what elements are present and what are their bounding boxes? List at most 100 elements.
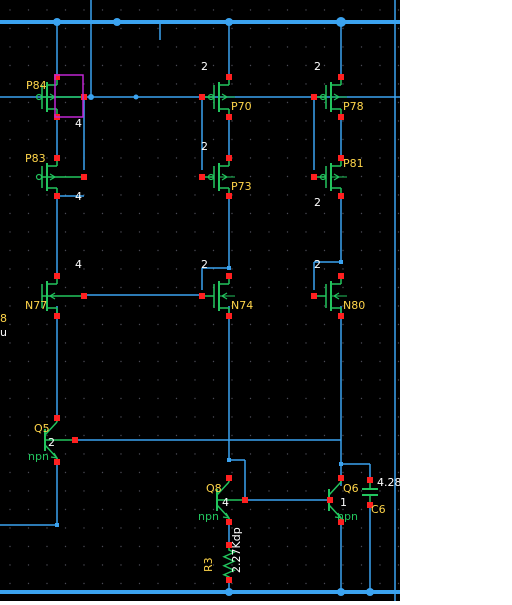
pin-marker: [338, 114, 344, 120]
pin-marker: [242, 497, 248, 503]
pin-marker: [199, 293, 205, 299]
pin-marker: [338, 155, 344, 161]
junction: [53, 18, 61, 26]
junction: [55, 523, 59, 527]
param-Q5: 2: [48, 436, 55, 449]
pin-marker: [72, 437, 78, 443]
label-N74: N74: [231, 299, 253, 312]
pin-marker: [338, 193, 344, 199]
transistor-N77[interactable]: [41, 276, 84, 316]
junction: [336, 17, 346, 27]
model-Q6: npn: [337, 510, 358, 523]
pin-marker: [338, 313, 344, 319]
pin-marker: [338, 74, 344, 80]
pin-marker: [226, 193, 232, 199]
junction: [113, 18, 121, 26]
junction: [225, 18, 233, 26]
junction: [227, 458, 231, 462]
label-P84: P84: [26, 79, 47, 92]
param-Q6: 1: [340, 496, 347, 509]
bjt-Q8[interactable]: [216, 478, 245, 522]
labels: P84 P83 P70 P78 P73 P81 N77 N74 N80 Q5 Q…: [0, 60, 402, 573]
junction: [88, 94, 94, 100]
edge-label-fragment: 8: [0, 312, 7, 325]
transistor-P73[interactable]: [202, 158, 235, 196]
label-Q6: Q6: [343, 482, 359, 495]
edge-sub-fragment: u: [0, 326, 7, 339]
pin-marker: [226, 114, 232, 120]
pin-marker: [81, 94, 87, 100]
pin-marker: [54, 155, 60, 161]
pin-marker: [338, 475, 344, 481]
pin-marker: [54, 415, 60, 421]
param-P78: 2: [314, 60, 321, 73]
model-Q5: npn: [28, 450, 49, 463]
param-P81: 2: [314, 196, 321, 209]
param-Q8: 4: [222, 496, 229, 509]
transistor-N80[interactable]: [314, 276, 347, 316]
param-P73: 2: [201, 140, 208, 153]
pin-marker: [226, 273, 232, 279]
pin-marker: [81, 293, 87, 299]
junction: [339, 260, 343, 264]
junction: [225, 588, 233, 596]
param-P70: 2: [201, 60, 208, 73]
pin-marker: [226, 313, 232, 319]
pin-marker: [81, 174, 87, 180]
label-C6: C6: [371, 503, 386, 516]
pin-marker: [327, 497, 333, 503]
pin-marker: [226, 155, 232, 161]
pin-marker: [338, 519, 344, 525]
pin-marker: [226, 577, 232, 583]
pin-marker: [54, 74, 60, 80]
canvas-background: [0, 0, 400, 601]
pin-marker: [311, 293, 317, 299]
selection-box: [54, 74, 84, 118]
label-N80: N80: [343, 299, 365, 312]
label-P81: P81: [343, 157, 364, 170]
pin-marker: [54, 313, 60, 319]
junctions: [53, 17, 374, 596]
pin-marker: [54, 459, 60, 465]
transistor-P70[interactable]: [202, 77, 235, 117]
param-P84: 4: [75, 117, 82, 130]
param-N74: 2: [201, 258, 208, 271]
param-R3: 2.27Kdp: [230, 527, 243, 573]
pin-marker: [226, 74, 232, 80]
pin-marker: [54, 273, 60, 279]
param-P83: 4: [75, 190, 82, 203]
transistor-P83[interactable]: [35, 158, 85, 196]
param-N80: 2: [314, 258, 321, 271]
pin-marker: [311, 174, 317, 180]
junction: [339, 462, 343, 466]
wires: [0, 0, 400, 601]
junction: [337, 588, 345, 596]
resistor-R3[interactable]: [222, 545, 236, 580]
pin-marker: [54, 193, 60, 199]
junction: [227, 266, 231, 270]
pin-marker: [226, 519, 232, 525]
label-Q8: Q8: [206, 482, 222, 495]
pin-marker: [311, 94, 317, 100]
label-P70: P70: [231, 100, 252, 113]
capacitor-C6[interactable]: [362, 480, 378, 505]
label-P78: P78: [343, 100, 364, 113]
transistor-P78[interactable]: [314, 77, 347, 117]
param-N77: 4: [75, 258, 82, 271]
pin-marker: [199, 174, 205, 180]
label-Q5: Q5: [34, 422, 50, 435]
model-Q8: npn: [198, 510, 219, 523]
pin-marker: [199, 94, 205, 100]
label-P83: P83: [25, 152, 46, 165]
pin-marker: [367, 502, 373, 508]
label-P73: P73: [231, 180, 252, 193]
pin-marker: [226, 475, 232, 481]
pin-marker: [226, 542, 232, 548]
pin-marker: [338, 273, 344, 279]
label-N77: N77: [25, 299, 47, 312]
label-R3: R3: [202, 557, 215, 572]
junction: [133, 94, 139, 100]
pin-marker: [367, 477, 373, 483]
